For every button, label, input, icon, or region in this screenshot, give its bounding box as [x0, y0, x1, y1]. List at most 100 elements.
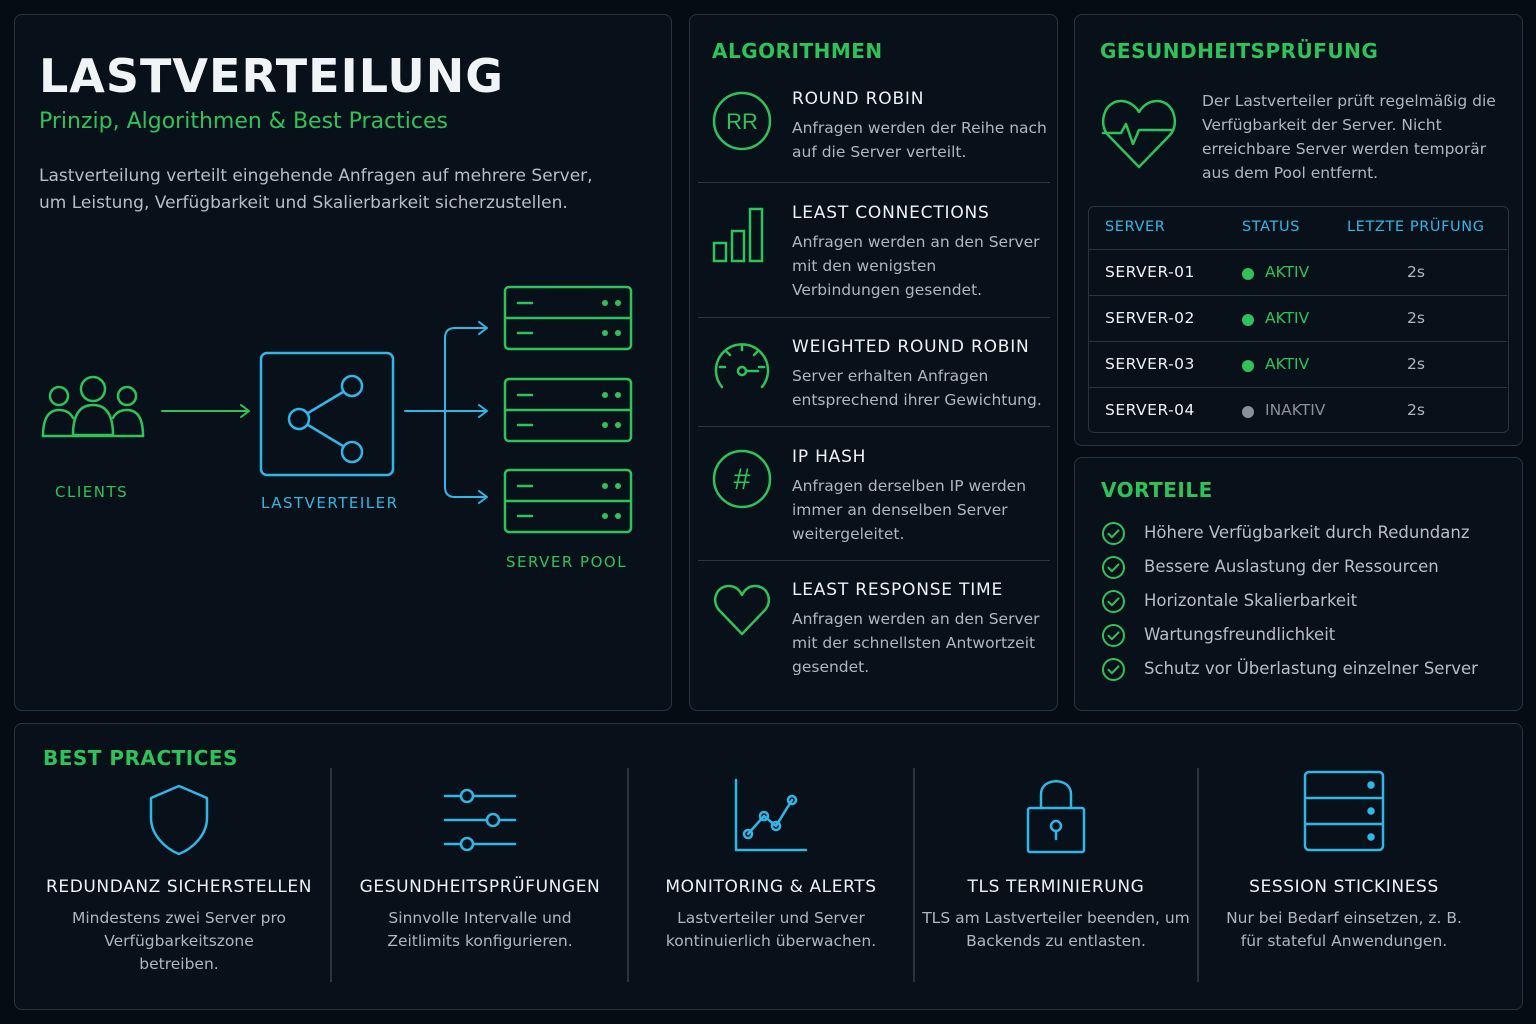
page-subtitle: Prinzip, Algorithmen & Best Practices — [39, 109, 448, 134]
algorithm-desc: Anfragen werden an den Server mit der sc… — [792, 610, 1040, 676]
best-practice-name: REDUNDANZ SICHERSTELLEN — [45, 877, 313, 897]
hash-icon: # — [712, 449, 772, 509]
column-header-last-check: LETZTE PRÜFUNG — [1347, 219, 1485, 235]
divider — [698, 560, 1050, 561]
table-row: SERVER-04 INAKTIV 2s — [1089, 387, 1507, 433]
server-pool-icons — [503, 285, 633, 534]
table-row: SERVER-01 AKTIV 2s — [1089, 249, 1507, 295]
algorithm-desc: Server erhalten Anfragen entsprechend ih… — [792, 367, 1042, 409]
last-check-value: 2s — [1407, 401, 1425, 419]
table-row: SERVER-03 AKTIV 2s — [1089, 341, 1507, 387]
status-dot — [1242, 406, 1254, 418]
sliders-icon — [443, 788, 517, 852]
best-practice-session-stickiness: SESSION STICKINESS Nur bei Bedarf einset… — [1199, 724, 1489, 1011]
server-name: SERVER-03 — [1105, 355, 1195, 373]
advantage-text: Bessere Auslastung der Ressourcen — [1144, 557, 1439, 576]
check-circle-icon — [1102, 590, 1125, 613]
divider — [330, 768, 332, 982]
server-leds — [602, 300, 621, 519]
advantage-text: Höhere Verfügbarkeit durch Redundanz — [1144, 523, 1470, 542]
line-chart-icon — [734, 778, 808, 852]
load-balancer-label: LASTVERTEILER — [261, 494, 399, 512]
best-practices-panel: BEST PRACTICES REDUNDANZ SICHERSTELLEN M… — [14, 723, 1523, 1010]
divider — [698, 317, 1050, 318]
svg-text:RR: RR — [726, 109, 758, 134]
algorithm-name: LEAST CONNECTIONS — [792, 203, 990, 223]
best-practice-health-checks: GESUNDHEITSPRÜFUNGEN Sinnvolle Intervall… — [332, 724, 628, 1011]
server-stack-icon — [1303, 770, 1385, 852]
divider — [913, 768, 915, 982]
heart-pulse-icon — [1101, 99, 1177, 169]
list-item: Höhere Verfügbarkeit durch Redundanz — [1101, 521, 1511, 547]
advantages-title: VORTEILE — [1101, 478, 1213, 502]
status-value: AKTIV — [1265, 309, 1310, 327]
check-circle-icon — [1102, 624, 1125, 647]
server-status-table: SERVER STATUS LETZTE PRÜFUNG SERVER-01 A… — [1088, 206, 1509, 433]
server-name: SERVER-01 — [1105, 263, 1195, 281]
health-check-text: Der Lastverteiler prüft regelmäßig die V… — [1202, 92, 1496, 182]
column-header-server: SERVER — [1105, 219, 1166, 235]
status-value: AKTIV — [1265, 263, 1310, 281]
check-circle-icon — [1102, 522, 1125, 545]
health-check-panel: GESUNDHEITSPRÜFUNG Der Lastverteiler prü… — [1074, 14, 1523, 446]
server-pool-label: SERVER POOL — [506, 553, 628, 571]
last-check-value: 2s — [1407, 309, 1425, 327]
algorithm-name: WEIGHTED ROUND ROBIN — [792, 337, 1030, 357]
intro-text: Lastverteilung verteilt eingehende Anfra… — [39, 166, 593, 213]
best-practice-desc: Mindestens zwei Server pro Verfügbarkeit… — [71, 909, 287, 973]
divider — [698, 426, 1050, 427]
last-check-value: 2s — [1407, 355, 1425, 373]
advantage-text: Horizontale Skalierbarkeit — [1144, 591, 1358, 610]
server-name: SERVER-02 — [1105, 309, 1195, 327]
page-title: LASTVERTEILUNG — [39, 49, 504, 103]
last-check-value: 2s — [1407, 263, 1425, 281]
advantages-panel: VORTEILE Höhere Verfügbarkeit durch Redu… — [1074, 457, 1523, 711]
best-practice-monitoring: MONITORING & ALERTS Lastverteiler und Se… — [629, 724, 913, 1011]
intro-panel: LASTVERTEILUNG Prinzip, Algorithmen & Be… — [14, 14, 672, 711]
check-circle-icon — [1102, 658, 1125, 681]
divider — [698, 182, 1050, 183]
clients-icon — [41, 375, 145, 438]
gauge-icon — [714, 343, 770, 389]
best-practice-desc: Nur bei Bedarf einsetzen, z. B. für stat… — [1226, 909, 1462, 950]
status-value: AKTIV — [1265, 355, 1310, 373]
best-practice-name: MONITORING & ALERTS — [665, 877, 877, 897]
algorithms-panel: ALGORITHMEN RR ROUND ROBIN Anfragen werd… — [689, 14, 1058, 711]
load-balancer-icon — [259, 351, 395, 477]
list-item: Horizontale Skalierbarkeit — [1101, 589, 1511, 615]
column-header-status: STATUS — [1242, 219, 1301, 235]
bar-chart-icon — [712, 207, 764, 263]
status-dot — [1242, 314, 1254, 326]
health-check-title: GESUNDHEITSPRÜFUNG — [1100, 39, 1379, 63]
best-practice-name: TLS TERMINIERUNG — [967, 877, 1145, 897]
status-value: INAKTIV — [1265, 401, 1326, 419]
shield-icon — [149, 784, 209, 856]
load-balancing-diagram: CLIENTS LASTVERTEILER SERVER POOL — [15, 265, 673, 605]
best-practice-name: SESSION STICKINESS — [1249, 877, 1439, 897]
best-practice-tls: TLS TERMINIERUNG TLS am Lastverteiler be… — [915, 724, 1197, 1011]
lock-icon — [1026, 780, 1086, 854]
check-circle-icon — [1102, 556, 1125, 579]
clients-label: CLIENTS — [55, 483, 129, 501]
round-robin-icon: RR — [712, 91, 772, 151]
best-practice-desc: Lastverteiler und Server kontinuierlich … — [665, 909, 877, 950]
algorithm-name: ROUND ROBIN — [792, 89, 925, 109]
advantage-text: Schutz vor Überlastung einzelner Server — [1144, 659, 1478, 678]
algorithm-name: LEAST RESPONSE TIME — [792, 580, 1004, 600]
divider — [627, 768, 629, 982]
heart-icon — [713, 584, 771, 636]
best-practice-name: GESUNDHEITSPRÜFUNGEN — [359, 877, 601, 897]
algorithms-title: ALGORITHMEN — [712, 39, 883, 63]
best-practice-desc: TLS am Lastverteiler beenden, um Backend… — [922, 909, 1190, 950]
list-item: Wartungsfreundlichkeit — [1101, 623, 1511, 649]
status-dot — [1242, 268, 1254, 280]
table-row: SERVER-02 AKTIV 2s — [1089, 295, 1507, 341]
algorithm-desc: Anfragen derselben IP werden immer an de… — [792, 477, 1027, 543]
divider — [1197, 768, 1199, 982]
server-name: SERVER-04 — [1105, 401, 1195, 419]
advantage-text: Wartungsfreundlichkeit — [1144, 625, 1336, 644]
list-item: Bessere Auslastung der Ressourcen — [1101, 555, 1511, 581]
list-item: Schutz vor Überlastung einzelner Server — [1101, 657, 1511, 683]
algorithm-desc: Anfragen werden an den Server mit den we… — [792, 233, 1040, 299]
best-practice-redundancy: REDUNDANZ SICHERSTELLEN Mindestens zwei … — [29, 724, 329, 1011]
